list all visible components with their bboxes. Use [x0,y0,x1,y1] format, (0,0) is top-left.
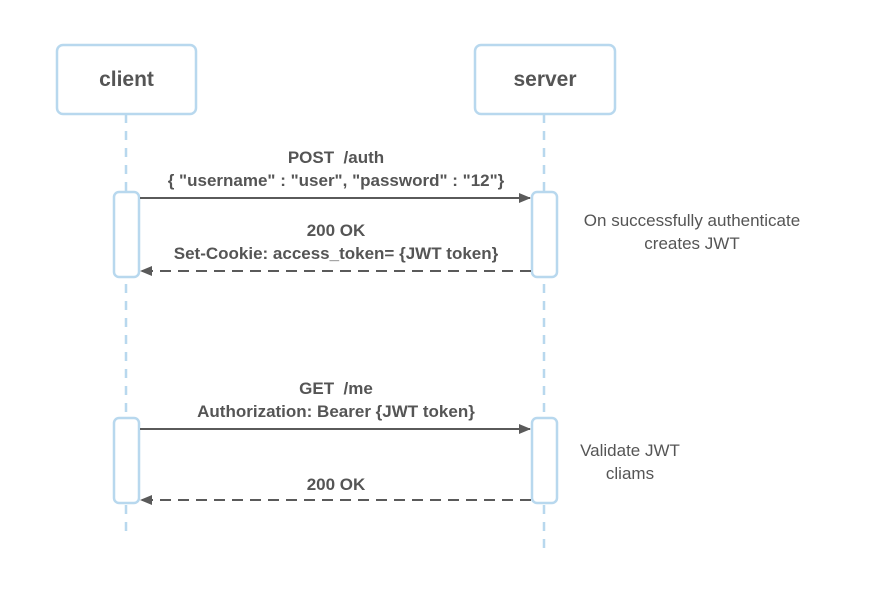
auth-note-line-1: On successfully authenticate [584,211,800,230]
server-activation-2 [530,416,559,505]
me-request-label-line-2: Authorization: Bearer {JWT token} [197,402,475,421]
client-activation-2 [112,416,141,505]
server-actor-label: server [513,68,576,91]
auth-request-label-line-1: POST /auth [288,148,384,167]
server-activation-1 [530,190,559,279]
me-request-label-line-1: GET /me [299,379,373,398]
me-response-label: 200 OK [307,475,366,494]
client-activation-1 [112,190,141,279]
validate-note-line-1: Validate JWT [580,441,680,460]
client-actor-label: client [99,68,154,91]
auth-response-label-line-1: 200 OK [307,221,366,240]
auth-note-line-2: creates JWT [644,234,739,253]
auth-request-label-line-2: { "username" : "user", "password" : "12"… [168,171,505,190]
validate-note-line-2: cliams [606,464,654,483]
server-actor: server [473,43,617,116]
client-actor: client [55,43,198,116]
auth-response-label-line-2: Set-Cookie: access_token= {JWT token} [174,244,499,263]
